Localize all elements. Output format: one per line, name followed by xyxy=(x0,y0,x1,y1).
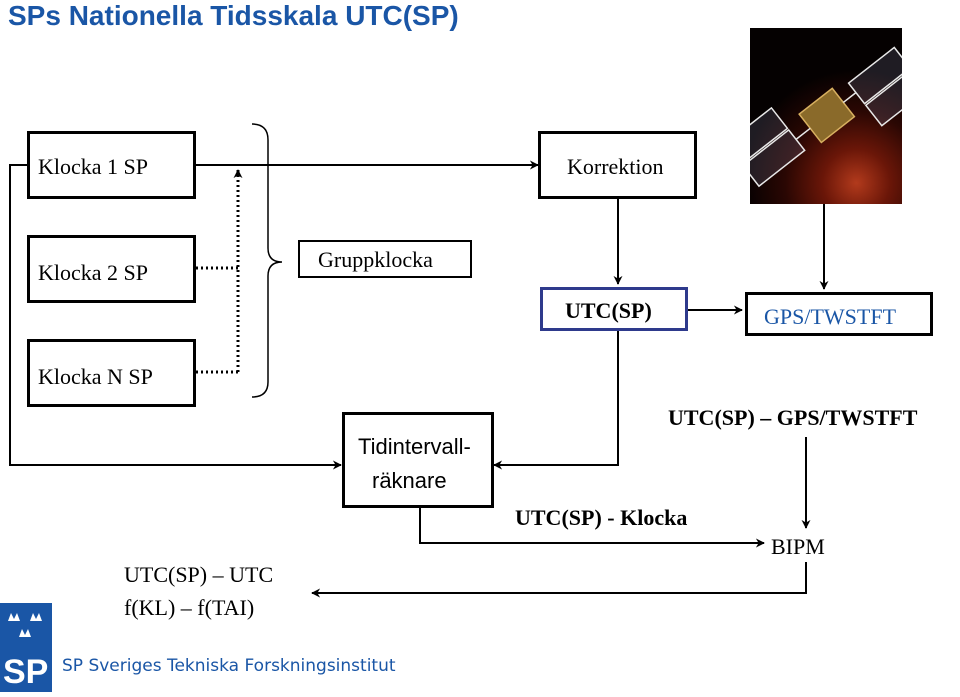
utcsp-box: UTC(SP) xyxy=(540,287,688,331)
line-tidintervall-bipm xyxy=(419,508,765,548)
gruppklocka-label: Gruppklocka xyxy=(318,247,433,272)
line-bipm-result xyxy=(311,562,807,598)
logo-text: SP xyxy=(3,653,48,691)
satellite-graphic xyxy=(750,46,902,188)
korrektion-label: Korrektion xyxy=(567,154,664,179)
tidintervall-box: Tidintervall- räknare xyxy=(342,412,494,508)
utcsp-gps-label: UTC(SP) – GPS/TWSTFT xyxy=(668,405,918,430)
klockaN-box: Klocka N SP xyxy=(27,339,196,407)
line-utcsp-tidintervall xyxy=(493,330,619,470)
gps-label: GPS/TWSTFT xyxy=(764,304,897,329)
line-bus-tidintervall xyxy=(9,164,342,470)
klocka2-label: Klocka 2 SP xyxy=(38,260,148,285)
tidintervall-label-2: räknare xyxy=(372,468,447,493)
sp-logo: SP xyxy=(0,603,52,692)
footer-text: SP Sveriges Tekniska Forskningsinstitut xyxy=(62,656,396,676)
three-crowns-icon: SP xyxy=(3,613,48,691)
klocka1-box: Klocka 1 SP xyxy=(27,131,196,199)
page-title: SPs Nationella Tidsskala UTC(SP) xyxy=(8,0,459,31)
fkl-ftai-label: f(KL) – f(TAI) xyxy=(124,595,255,620)
klockaN-label: Klocka N SP xyxy=(38,364,153,389)
klocka1-label: Klocka 1 SP xyxy=(38,154,148,179)
klocka2-box: Klocka 2 SP xyxy=(27,235,196,303)
korrektion-box: Korrektion xyxy=(538,131,697,199)
gruppklocka-box: Gruppklocka xyxy=(298,240,472,278)
gps-box: GPS/TWSTFT xyxy=(745,292,933,336)
bipm-label: BIPM xyxy=(771,534,825,559)
brace xyxy=(251,123,283,398)
tidintervall-label-1: Tidintervall- xyxy=(358,434,471,459)
utcsp-klocka-label: UTC(SP) - Klocka xyxy=(515,505,688,530)
utcsp-label: UTC(SP) xyxy=(565,298,652,323)
utcsp-utc-label: UTC(SP) – UTC xyxy=(124,562,274,587)
satellite-image xyxy=(750,28,902,204)
